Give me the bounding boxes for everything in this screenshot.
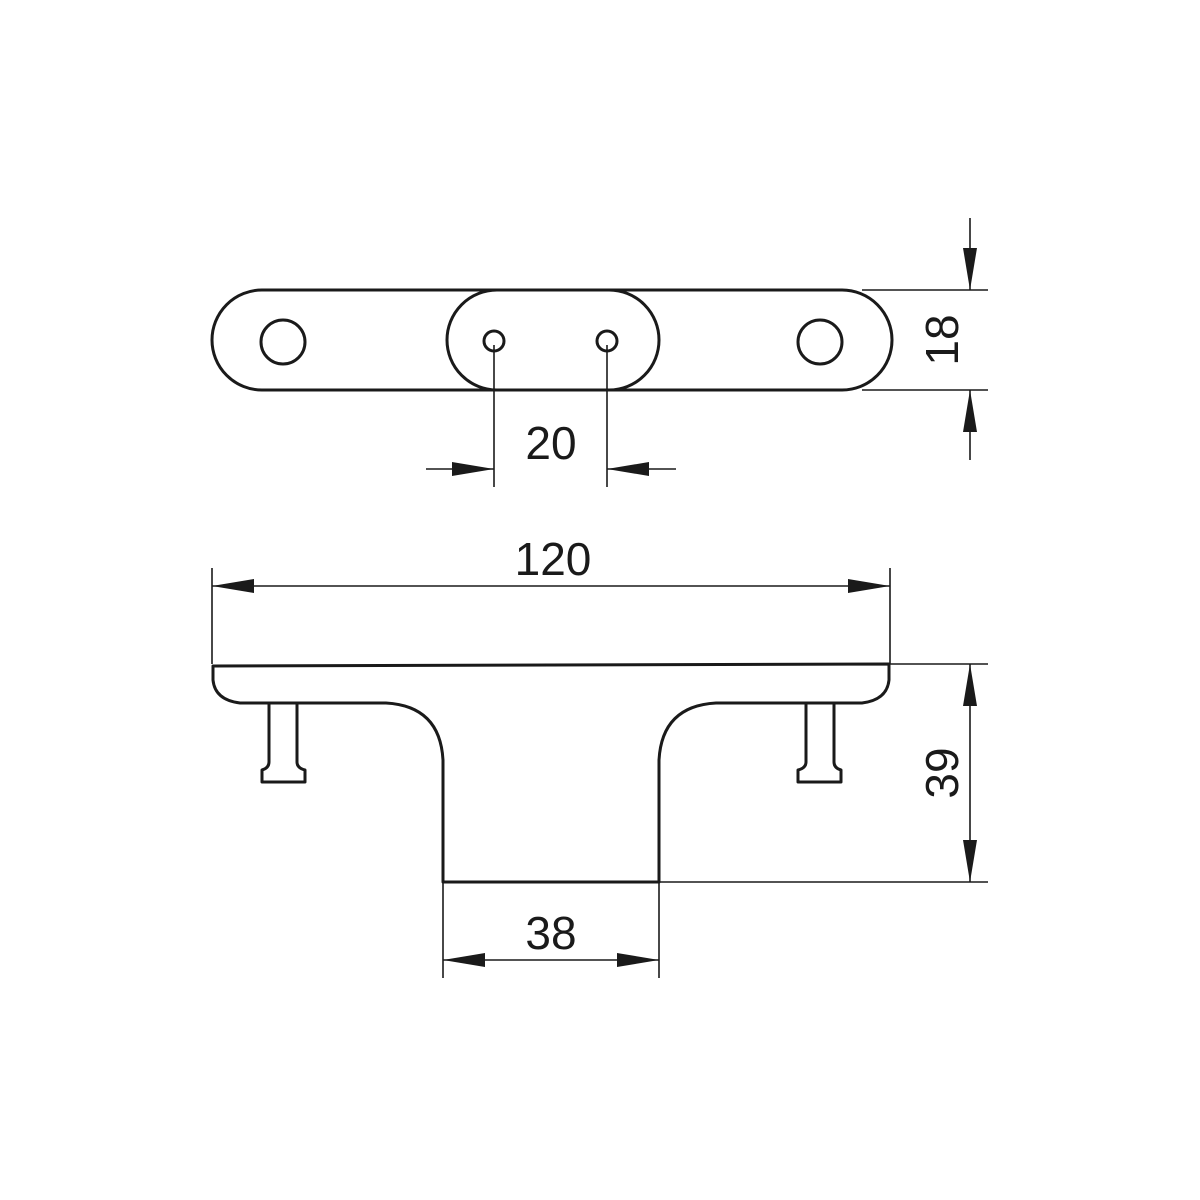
top-view-center-boss: [445, 288, 661, 392]
dimension-label-38: 38: [525, 907, 576, 959]
dimension-label-20: 20: [525, 417, 576, 469]
dimension-overall-height: 39: [659, 663, 988, 883]
side-view: [211, 662, 891, 884]
top-view-plate-outline: [210, 288, 894, 392]
top-view: [210, 288, 894, 392]
dimension-hole-spacing: 20: [426, 345, 676, 487]
dimension-label-18: 18: [916, 314, 968, 365]
side-view-body-outline: [211, 662, 891, 884]
left-mounting-hole: [259, 318, 307, 366]
right-mounting-hole: [796, 318, 844, 366]
right-mounting-peg: [796, 702, 843, 784]
dimension-plate-thickness: 18: [862, 218, 988, 460]
dimension-label-120: 120: [515, 533, 592, 585]
dimension-overall-length: 120: [211, 533, 891, 664]
dimension-base-width: 38: [442, 882, 660, 978]
dimension-label-39: 39: [916, 747, 968, 798]
left-mounting-peg: [260, 702, 307, 784]
